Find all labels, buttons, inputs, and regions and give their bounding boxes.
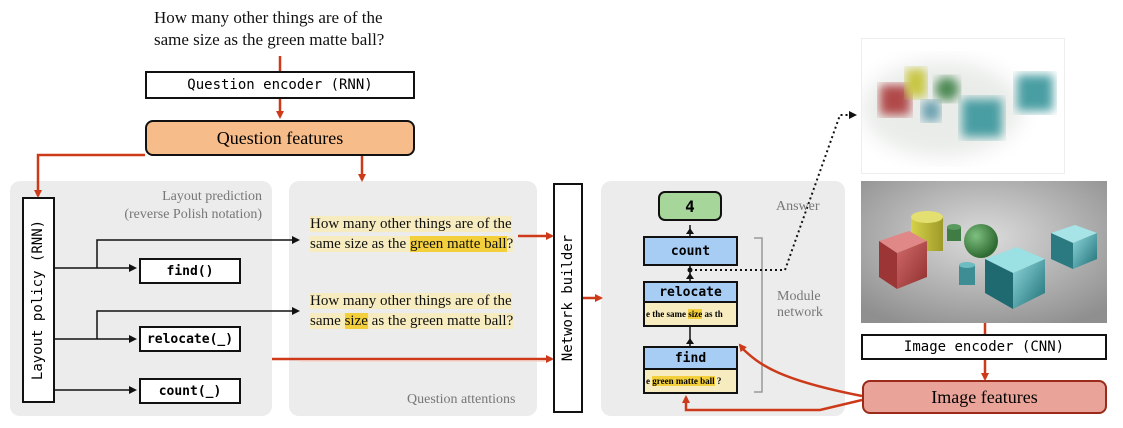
question-encoder-label: Question encoder (RNN) — [187, 77, 373, 93]
image-features-box: Image features — [862, 380, 1107, 414]
layout-policy-label: Layout policy (RNN) — [30, 219, 47, 381]
count-node-label: count — [670, 243, 711, 259]
attention-1-highlight: green matte ball — [409, 236, 507, 252]
find-node-label: find — [674, 350, 707, 366]
attention-2-line-2: same size as the green matte ball? — [310, 313, 514, 329]
arrow-features-to-policy — [34, 153, 145, 198]
question-encoder-box: Question encoder (RNN) — [145, 71, 415, 99]
arrow-features-to-find — [682, 395, 863, 412]
dotted-attention-link — [690, 111, 857, 271]
find-module-label: find() — [166, 263, 214, 279]
network-builder-box: Network builder — [553, 183, 583, 413]
layout-prediction-title-2: (reverse Polish notation) — [124, 207, 262, 222]
module-network-label-2: network — [777, 305, 823, 320]
relocate-module-box: relocate(_) — [139, 326, 241, 352]
answer-label: Answer — [776, 199, 820, 214]
arrow-features-to-relocate — [738, 343, 863, 398]
image-encoder-label: Image encoder (CNN) — [903, 339, 1065, 355]
attention-2-line-1: How many other things are of the — [310, 293, 512, 309]
question-attentions-label: Question attentions — [407, 392, 516, 407]
question-features-label: Question features — [216, 127, 344, 148]
relocate-attention-highlight: size — [688, 309, 703, 319]
image-encoder-box: Image encoder (CNN) — [861, 334, 1107, 360]
attention-1-line-1: How many other things are of the — [310, 216, 512, 232]
relocate-attention: e the same size as th — [643, 301, 738, 327]
scene-image — [861, 181, 1107, 323]
layout-policy-box: Layout policy (RNN) — [22, 197, 55, 403]
network-builder-label: Network builder — [560, 234, 576, 362]
layout-prediction-title-1: Layout prediction — [162, 189, 262, 204]
attention-map-image — [861, 38, 1065, 174]
answer-value: 4 — [685, 196, 695, 216]
count-node: count — [643, 236, 738, 266]
count-module-box: count(_) — [139, 378, 241, 404]
relocate-node: relocate — [643, 281, 738, 303]
find-module-box: find() — [139, 258, 241, 284]
find-attention: e green matte ball ? — [643, 368, 738, 394]
attention-2-highlight: size — [344, 313, 368, 329]
relocate-node-label: relocate — [659, 284, 722, 300]
question-line-1: How many other things are of the — [154, 8, 383, 27]
relocate-module-label: relocate(_) — [146, 331, 234, 347]
find-attention-highlight: green matte ball — [652, 376, 715, 386]
question-features-box: Question features — [145, 120, 415, 156]
attention-1-line-2: same size as the green matte ball? — [310, 236, 514, 252]
question-line-2: same size as the green matte ball? — [154, 30, 385, 49]
find-node: find — [643, 346, 738, 370]
count-module-label: count(_) — [158, 383, 222, 399]
image-features-label: Image features — [931, 386, 1038, 407]
module-network-label-1: Module — [777, 289, 821, 304]
answer-box: 4 — [658, 191, 722, 221]
